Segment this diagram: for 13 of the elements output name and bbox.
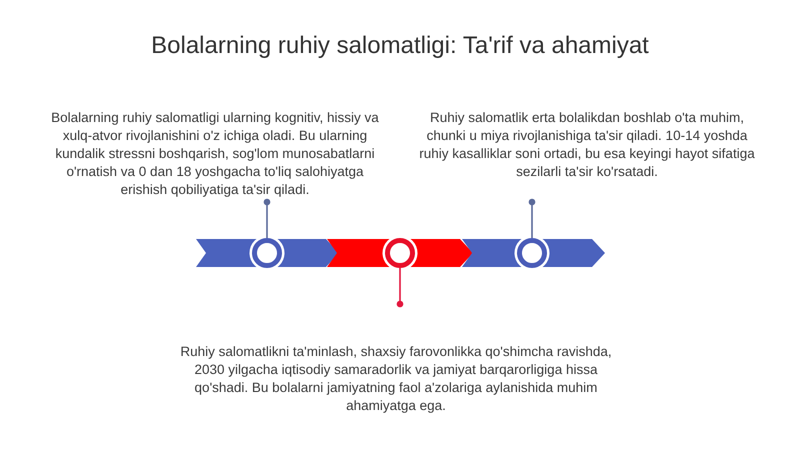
chevron-arrow	[327, 238, 473, 268]
title: Bolalarning ruhiy salomatligi: Ta'rif va ahamiyat	[151, 32, 649, 60]
description-text: Ruhiy salomatlikni ta'minlash, shaxsiy farovonlikka qo'shimcha ravishda, 2030 yilgacha iqtisodiy samaradorlik va jamiyat barqarorligiga hissa qo'shadi. Bu bolalarni jamiyatning faol a'zolariga aylanishida muhim ahamiyatga ega.	[176, 343, 616, 415]
chevron-arrow	[462, 238, 605, 268]
timeline-ring	[517, 238, 547, 268]
leader-line	[264, 198, 270, 238]
description-text: Bolalarning ruhiy salomatligi ularning kognitiv, hissiy va xulq-atvor rivojlanishini o'z ichiga oladi. Bu ularning kundalik stressni boshqarish, sog'lom munosabatlarni o'rnatish va 0 dan 18 yoshgacha to'liq salohiyatga erishish qobiliyatiga ta'sir qiladi.	[44, 109, 386, 199]
leader-line	[528, 198, 536, 238]
leader-line	[396, 268, 404, 308]
chevron-arrow	[196, 238, 339, 268]
description-text: Ruhiy salomatlik erta bolalikdan boshlab o'ta muhim, chunki u miya rivojlanishiga ta'sir qiladi. 10-14 yoshda ruhiy kasalliklar soni ortadi, bu esa keyingi hayot sifatiga sezilarli ta'sir ko'rsatadi.	[414, 109, 760, 181]
timeline-ring	[252, 238, 282, 268]
timeline-ring	[385, 238, 415, 268]
